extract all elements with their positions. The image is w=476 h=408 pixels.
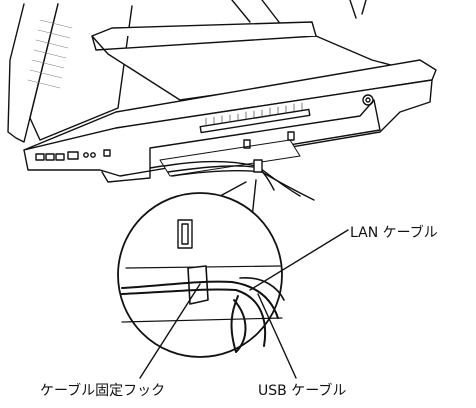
leader-lan <box>249 229 349 291</box>
leader-hook <box>139 283 201 379</box>
cable-bay <box>149 99 381 169</box>
magnified-cable <box>239 277 285 301</box>
cable-hook-label: ケーブル固定フック <box>40 383 166 399</box>
top-cable-line <box>261 0 283 27</box>
base-vent <box>199 108 311 134</box>
cable-bay-inner <box>159 139 301 177</box>
side-ports <box>35 149 111 161</box>
stand-arm-top <box>91 21 317 37</box>
lan-cable-label: LAN ケーブル <box>350 225 438 241</box>
power-connector <box>362 94 374 106</box>
top-cable-line <box>349 0 357 19</box>
leader-usb <box>257 293 297 379</box>
usb-cable-label: USB ケーブル <box>258 383 347 399</box>
pc-back-illustration <box>7 0 437 201</box>
stand-arm <box>91 35 403 101</box>
base-vent-slots <box>205 102 303 126</box>
power-connector-pin <box>365 97 371 103</box>
display-rear-panel <box>29 3 133 141</box>
magnified-view <box>117 192 285 358</box>
display-vent <box>27 19 73 89</box>
magnified-cable <box>121 288 267 347</box>
rear-slot <box>287 131 295 141</box>
magnified-cable <box>230 295 247 353</box>
display-rear <box>7 3 59 143</box>
top-cable-line <box>361 0 367 15</box>
top-cable-line <box>231 0 251 23</box>
rear-slot <box>243 139 251 149</box>
stand-foot <box>101 167 151 183</box>
hook-small <box>253 159 263 173</box>
magnified-slot-inner <box>181 223 189 245</box>
magnified-cable <box>121 280 279 319</box>
